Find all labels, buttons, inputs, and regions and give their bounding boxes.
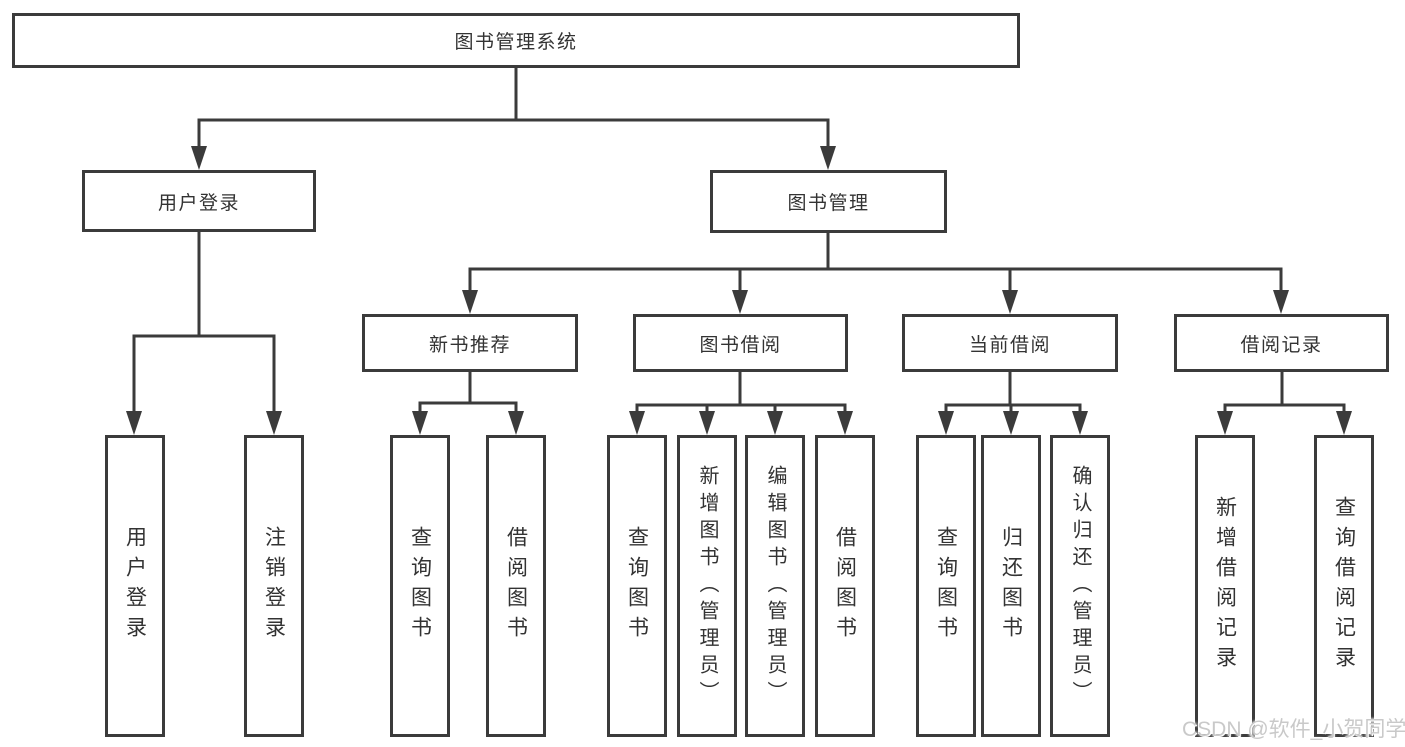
arrow-down-icon: [938, 411, 954, 435]
connector-user-login: [126, 232, 282, 435]
leaf-edit-books-admin: 编辑图书（管理员）: [745, 435, 805, 737]
watermark: CSDN @软件_小贺同学: [1182, 718, 1405, 741]
arrow-down-icon: [1217, 411, 1233, 435]
connector-current: [938, 372, 1088, 435]
arrow-down-icon: [1336, 411, 1352, 435]
node-label: 借阅记录: [1240, 334, 1323, 356]
node-label: 图书管理: [787, 193, 870, 214]
node-label: 用户登录: [123, 526, 147, 646]
node-label: 新增借阅记录: [1213, 496, 1237, 676]
node-label: 注销登录: [262, 526, 286, 646]
node-label: 确认归还（管理员）: [1069, 464, 1091, 708]
node-current-borrow: 当前借阅: [902, 314, 1118, 372]
node-label: 借阅图书: [833, 526, 857, 646]
leaf-user-login: 用户登录: [105, 435, 165, 737]
arrow-down-icon: [412, 411, 428, 435]
arrow-down-icon: [1003, 411, 1019, 435]
arrow-down-icon: [1273, 290, 1289, 314]
arrow-down-icon: [699, 411, 715, 435]
arrow-down-icon: [191, 146, 207, 170]
leaf-return-books: 归还图书: [981, 435, 1041, 737]
leaf-query-books-recommend: 查询图书: [390, 435, 450, 737]
node-label: 查询图书: [408, 526, 432, 646]
connector-new-rec: [412, 372, 524, 435]
node-new-book-recommend: 新书推荐: [362, 314, 578, 372]
arrow-down-icon: [1072, 411, 1088, 435]
connector-borrow: [629, 372, 853, 435]
leaf-query-books-borrow: 查询图书: [607, 435, 667, 737]
arrow-down-icon: [732, 290, 748, 314]
node-user-login: 用户登录: [82, 170, 316, 232]
node-book-borrow: 图书借阅: [633, 314, 848, 372]
leaf-add-borrow-record: 新增借阅记录: [1195, 435, 1255, 737]
node-label: 用户登录: [157, 192, 240, 214]
arrow-down-icon: [629, 411, 645, 435]
leaf-borrow-books: 借阅图书: [815, 435, 875, 737]
leaf-borrow-books-recommend: 借阅图书: [486, 435, 546, 737]
leaf-logout: 注销登录: [244, 435, 304, 737]
node-label: 新书推荐: [428, 334, 511, 356]
leaf-confirm-return-admin: 确认归还（管理员）: [1050, 435, 1110, 737]
node-label: 当前借阅: [968, 334, 1051, 356]
arrow-down-icon: [820, 146, 836, 170]
arrow-down-icon: [126, 411, 142, 435]
node-label: 归还图书: [999, 526, 1023, 646]
connector-root: [191, 68, 836, 170]
leaf-query-books-current: 查询图书: [916, 435, 976, 737]
arrow-down-icon: [837, 411, 853, 435]
arrow-down-icon: [508, 411, 524, 435]
node-library-system: 图书管理系统: [12, 13, 1020, 68]
node-borrow-records: 借阅记录: [1174, 314, 1389, 372]
leaf-query-borrow-record: 查询借阅记录: [1314, 435, 1374, 737]
node-label: 查询借阅记录: [1332, 496, 1356, 676]
arrow-down-icon: [767, 411, 783, 435]
leaf-add-books-admin: 新增图书（管理员）: [677, 435, 737, 737]
node-label: 新增图书（管理员）: [696, 464, 718, 708]
arrow-down-icon: [266, 411, 282, 435]
node-label: 编辑图书（管理员）: [764, 464, 786, 708]
node-label: 图书管理系统: [454, 32, 578, 53]
node-label: 查询图书: [934, 526, 958, 646]
node-book-management: 图书管理: [710, 170, 947, 233]
arrow-down-icon: [462, 290, 478, 314]
connector-records: [1217, 372, 1352, 435]
node-label: 借阅图书: [504, 526, 528, 646]
arrow-down-icon: [1002, 290, 1018, 314]
node-label: 图书借阅: [699, 334, 782, 356]
connector-book-mgmt: [462, 233, 1289, 314]
node-label: 查询图书: [625, 526, 649, 646]
